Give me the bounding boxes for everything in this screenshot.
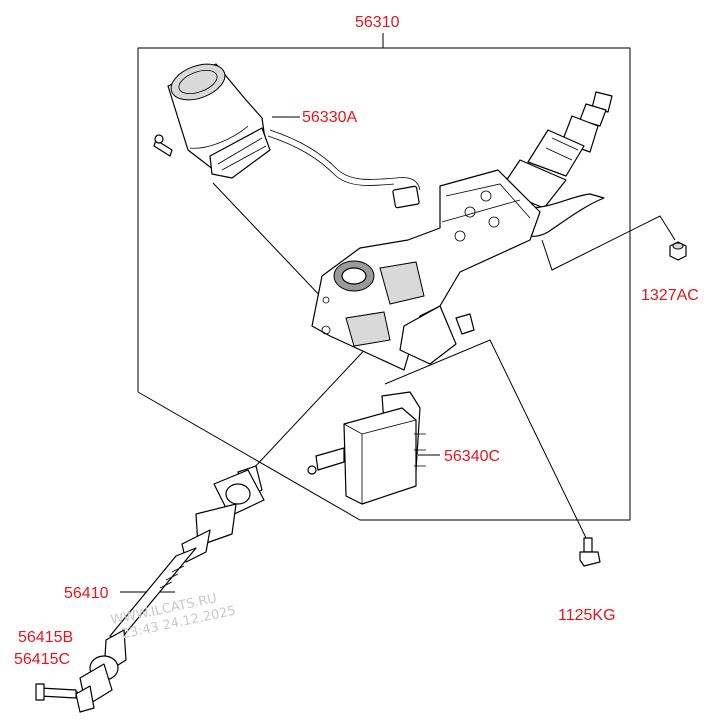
callout-1125kg[interactable]: 1125KG xyxy=(558,607,616,624)
assembly-boundary xyxy=(137,33,631,521)
callout-1327ac[interactable]: 1327AC xyxy=(641,287,699,304)
control-unit xyxy=(307,391,426,505)
callout-labels: 56310 56330A 1327AC 56340C 1125KG 56410 … xyxy=(14,14,699,668)
leader-lines xyxy=(60,116,676,693)
watermark: WWW.ILCATS.RU 23:43 24.12.2025 xyxy=(109,591,237,642)
nut-1327ac xyxy=(669,241,687,261)
callout-56340c[interactable]: 56340C xyxy=(444,448,500,465)
callout-56415b[interactable]: 56415B xyxy=(18,629,73,646)
callout-56330a[interactable]: 56330A xyxy=(302,109,357,126)
steering-column xyxy=(311,91,613,371)
motor-assembly xyxy=(153,63,421,209)
bolt-1125kg xyxy=(579,537,601,567)
callout-56410[interactable]: 56410 xyxy=(64,585,109,602)
intermediate-shaft xyxy=(35,465,265,713)
callout-56415c[interactable]: 56415C xyxy=(14,651,70,668)
callout-56310[interactable]: 56310 xyxy=(355,14,400,31)
